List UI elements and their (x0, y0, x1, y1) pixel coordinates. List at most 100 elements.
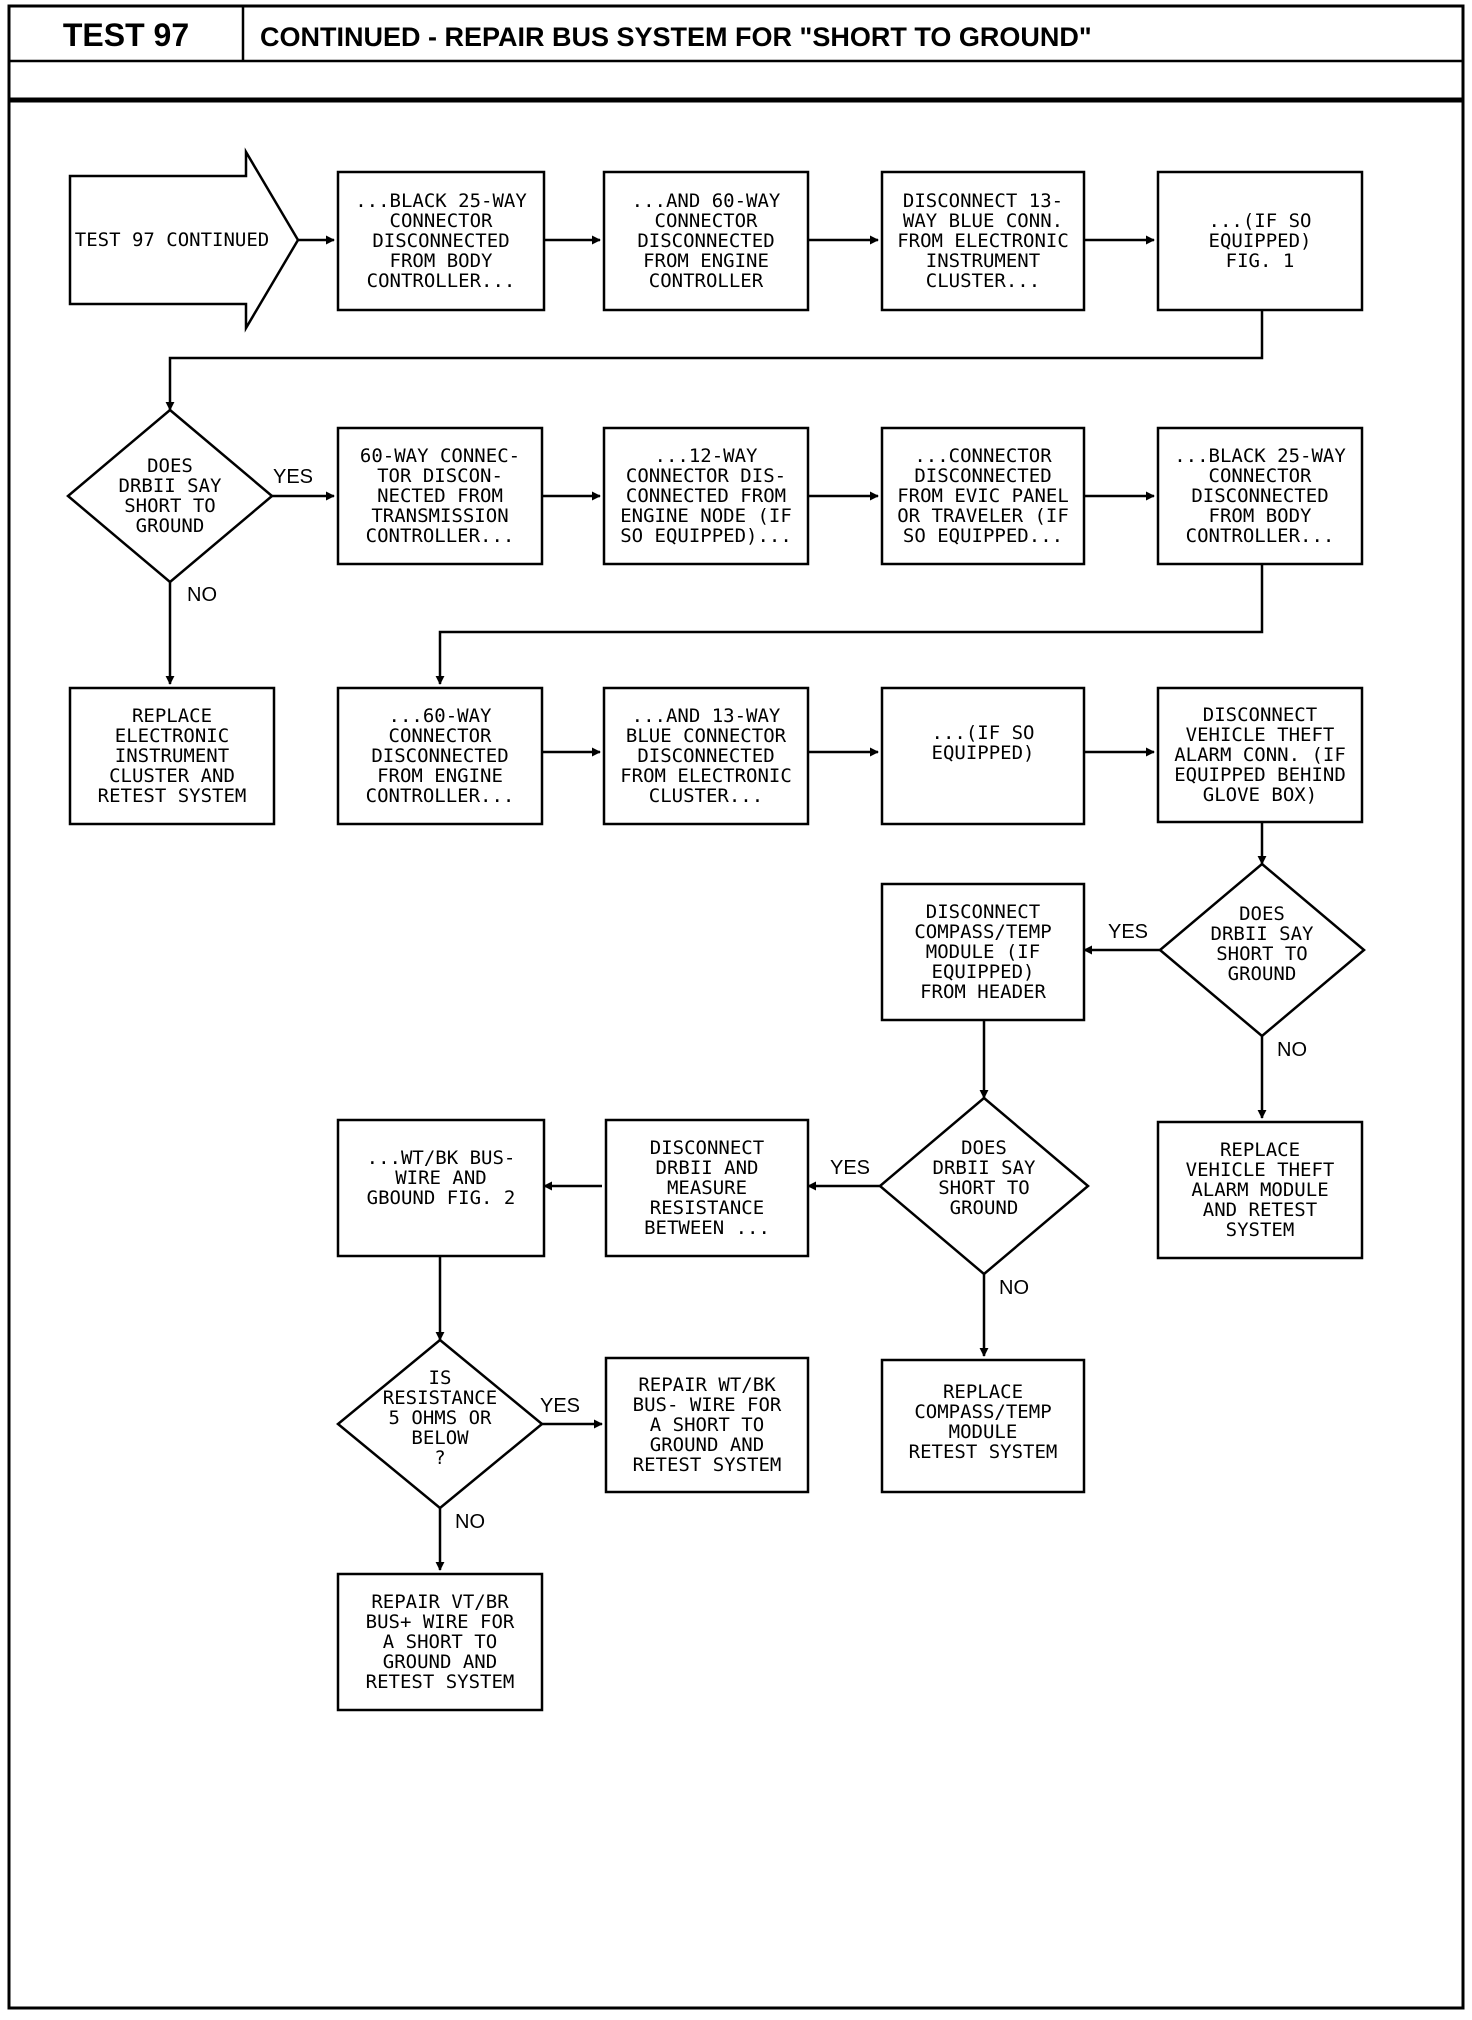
node-text-b12: ...(IF SO (932, 722, 1035, 744)
node-text-b7: ...CONNECTOR (914, 445, 1052, 467)
node-text-b13: GLOVE BOX) (1203, 784, 1317, 806)
node-text-b5: CONTROLLER... (366, 525, 515, 547)
node-text-b10: DISCONNECTED (371, 745, 508, 767)
node-text-b4: ...(IF SO (1209, 210, 1312, 232)
node-text-b6: CONNECTOR DIS- (626, 465, 786, 487)
node-text-b20: GROUND AND (383, 1651, 497, 1673)
node-text-b14: FROM HEADER (920, 981, 1046, 1003)
diamond-d4 (336, 1338, 544, 1510)
box-b13 (1156, 686, 1364, 824)
box-b8 (1156, 426, 1364, 566)
yes-label: YES (1108, 921, 1148, 943)
node-text-b1: CONTROLLER... (367, 270, 516, 292)
node-text-b10: CONTROLLER... (366, 785, 515, 807)
node-text-b13: ALARM CONN. (IF (1174, 744, 1346, 766)
node-text-b7: SO EQUIPPED... (903, 525, 1063, 547)
node-text-b5: 60-WAY CONNEC- (360, 445, 520, 467)
node-text-b8: CONTROLLER... (1186, 525, 1335, 547)
diamond-d3 (878, 1096, 1090, 1276)
box-b11 (602, 686, 810, 826)
node-text-b16: GBOUND FIG. 2 (367, 1187, 516, 1209)
decision-diamonds (66, 408, 1366, 1510)
node-text-b20: RETEST SYSTEM (366, 1671, 515, 1693)
node-text-d2: SHORT TO (1216, 943, 1308, 965)
node-text-b15: ALARM MODULE (1191, 1179, 1328, 1201)
node-text-d2: GROUND (1228, 963, 1297, 985)
node-text-b8: FROM BODY (1209, 505, 1313, 527)
yes-label: YES (273, 466, 313, 488)
node-text-b12: EQUIPPED) (932, 742, 1035, 764)
node-labels: TEST 97 CONTINUED...BLACK 25-WAYCONNECTO… (75, 190, 1347, 1693)
node-text-b13: DISCONNECT (1203, 704, 1317, 726)
yes-label: YES (830, 1157, 870, 1179)
node-text-b1: DISCONNECTED (372, 230, 509, 252)
node-text-b2: DISCONNECTED (637, 230, 774, 252)
node-text-b6: SO EQUIPPED)... (620, 525, 792, 547)
diamond-d1 (66, 408, 274, 584)
node-text-b2: ...AND 60-WAY (632, 190, 781, 212)
node-text-d2: DOES (1239, 903, 1285, 925)
node-text-b8: ...BLACK 25-WAY (1174, 445, 1346, 467)
node-text-b19: REPAIR WT/BK (638, 1374, 776, 1396)
node-text-d1: DRBII SAY (119, 475, 223, 497)
box-b7 (880, 426, 1086, 566)
node-text-b1: FROM BODY (390, 250, 494, 272)
node-text-d1: GROUND (136, 515, 205, 537)
node-text-b4: FIG. 1 (1226, 250, 1295, 272)
node-text-b19: A SHORT TO (650, 1414, 764, 1436)
arrow-b8-b10 (435, 564, 1264, 685)
start-arrow-shape (68, 147, 300, 333)
node-text-d4: RESISTANCE (383, 1387, 497, 1409)
node-text-b9: INSTRUMENT (115, 745, 229, 767)
node-text-b17: DRBII AND (656, 1157, 759, 1179)
connectors (165, 235, 1267, 1571)
node-text-b6: CONNECTED FROM (626, 485, 786, 507)
node-text-b3: WAY BLUE CONN. (903, 210, 1063, 232)
node-text-b1: CONNECTOR (390, 210, 494, 232)
node-text-b3: INSTRUMENT (926, 250, 1040, 272)
node-text-b7: DISCONNECTED (914, 465, 1051, 487)
node-text-b9: REPLACE (132, 705, 212, 727)
node-text-b15: AND RETEST (1203, 1199, 1317, 1221)
node-text-b18: COMPASS/TEMP (914, 1401, 1051, 1423)
node-text-d3: GROUND (950, 1197, 1019, 1219)
node-text-b13: VEHICLE THEFT (1186, 724, 1335, 746)
diamond-d2 (1158, 862, 1366, 1038)
node-text-b19: RETEST SYSTEM (633, 1454, 782, 1476)
node-text-b7: OR TRAVELER (IF (897, 505, 1069, 527)
box-b17 (604, 1118, 810, 1258)
box-b16 (336, 1118, 546, 1258)
node-text-d3: DOES (961, 1137, 1007, 1159)
node-text-b11: CLUSTER... (649, 785, 763, 807)
box-b6 (602, 426, 810, 566)
node-text-b8: CONNECTOR (1209, 465, 1313, 487)
node-text-b20: A SHORT TO (383, 1631, 497, 1653)
node-text-b3: FROM ELECTRONIC (897, 230, 1069, 252)
node-text-b2: FROM ENGINE (643, 250, 769, 272)
node-text-b14: EQUIPPED) (932, 961, 1035, 983)
box-b18 (880, 1358, 1086, 1494)
node-text-b2: CONNECTOR (655, 210, 759, 232)
node-text-b18: REPLACE (943, 1381, 1023, 1403)
node-text-d1: DOES (147, 455, 193, 477)
box-b9 (68, 686, 276, 826)
node-text-b9: ELECTRONIC (115, 725, 229, 747)
no-label: NO (1277, 1039, 1307, 1061)
node-text-b13: EQUIPPED BEHIND (1174, 764, 1346, 786)
node-text-b6: ...12-WAY (655, 445, 759, 467)
node-text-b5: TRANSMISSION (371, 505, 508, 527)
node-text-b4: EQUIPPED) (1209, 230, 1312, 252)
node-text-b14: COMPASS/TEMP (914, 921, 1051, 943)
node-text-b11: FROM ELECTRONIC (620, 765, 792, 787)
node-text-b1: ...BLACK 25-WAY (355, 190, 527, 212)
branch-labels: YES NO YES NO YES NO YES NO (187, 466, 1307, 1533)
node-text-b11: BLUE CONNECTOR (626, 725, 787, 747)
node-text-d3: DRBII SAY (933, 1157, 1037, 1179)
node-text-b5: TOR DISCON- (377, 465, 503, 487)
box-b4 (1156, 170, 1364, 312)
node-text-b14: MODULE (IF (926, 941, 1040, 963)
no-label: NO (999, 1277, 1029, 1299)
node-text-b14: DISCONNECT (926, 901, 1040, 923)
node-text-b10: ...60-WAY (389, 705, 493, 727)
